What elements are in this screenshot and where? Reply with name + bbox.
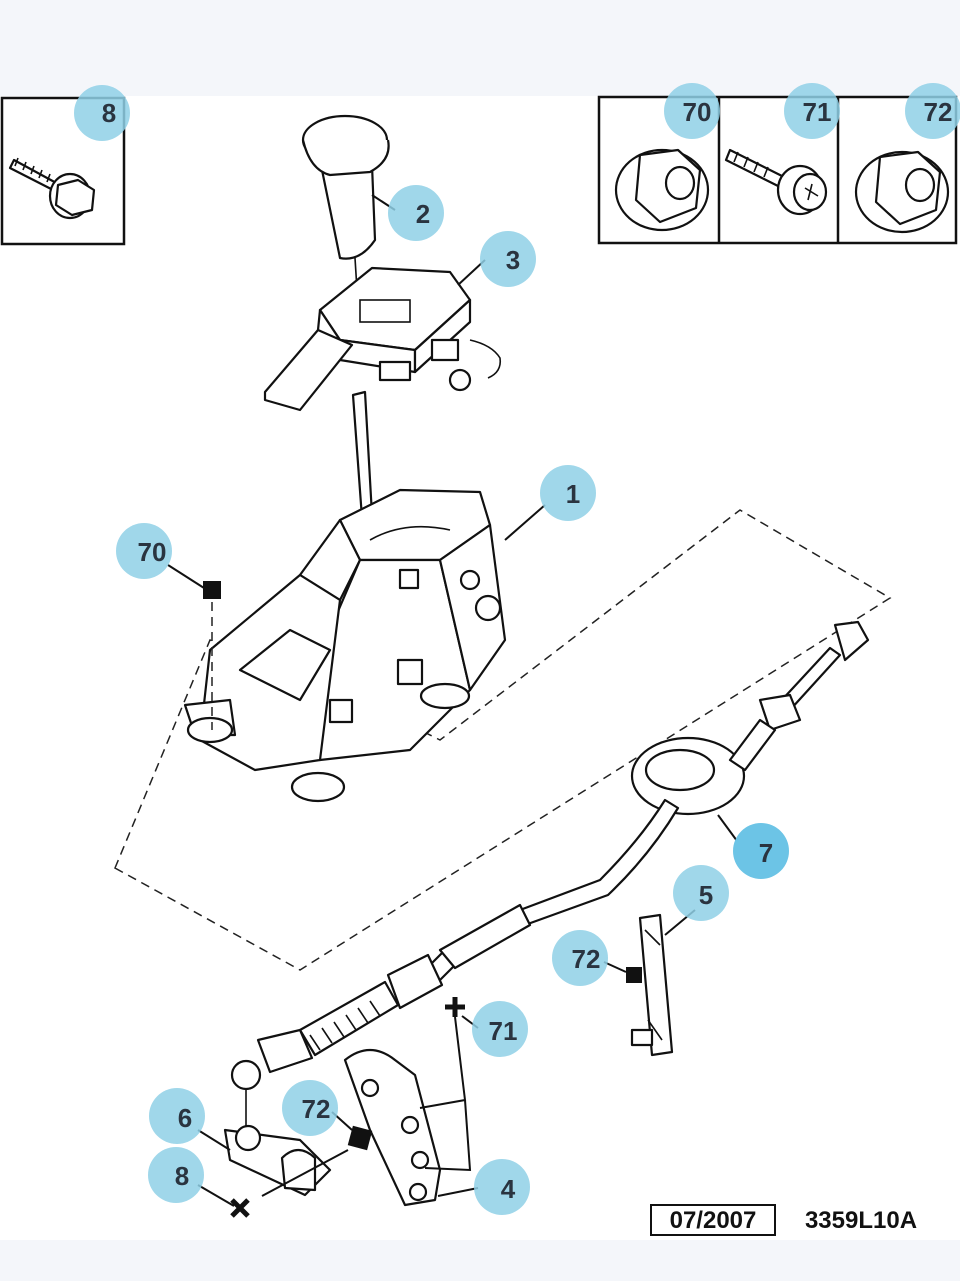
callout-72-low[interactable]: 72 bbox=[282, 1080, 338, 1136]
selector-housing bbox=[183, 488, 507, 803]
legend-box-fasteners bbox=[597, 95, 958, 245]
marker-8-cross bbox=[230, 1198, 250, 1218]
callout-label: 4 bbox=[501, 1174, 516, 1204]
footer-reference: 07/2007 3359L10A bbox=[650, 1204, 917, 1236]
marker-70 bbox=[203, 581, 221, 599]
selector-plate bbox=[263, 266, 502, 412]
callout-6[interactable]: 6 bbox=[149, 1088, 205, 1144]
callout-label: 71 bbox=[489, 1016, 518, 1046]
footer-ref-code: 3359L10A bbox=[805, 1207, 917, 1234]
callout-70[interactable]: 70 bbox=[116, 523, 172, 579]
gearshift-cable bbox=[230, 620, 870, 1091]
flange-nut-72 bbox=[854, 150, 950, 234]
callout-3[interactable]: 3 bbox=[480, 231, 536, 287]
gear-knob bbox=[301, 114, 390, 291]
callout-label: 2 bbox=[416, 199, 430, 229]
callout-label: 3 bbox=[506, 245, 520, 275]
callout-4[interactable]: 4 bbox=[474, 1159, 530, 1215]
callout-7[interactable]: 7 bbox=[733, 823, 789, 879]
marker-71-cross bbox=[445, 997, 465, 1017]
callout-8-low[interactable]: 8 bbox=[148, 1147, 204, 1203]
retaining-clip bbox=[630, 913, 674, 1057]
callout-70-box[interactable]: 70 bbox=[664, 83, 720, 139]
callout-label: 70 bbox=[683, 97, 712, 127]
mounting-bracket bbox=[343, 1048, 442, 1207]
callout-label: 70 bbox=[138, 537, 167, 567]
callout-71[interactable]: 71 bbox=[472, 1001, 528, 1057]
callout-label: 8 bbox=[175, 1161, 189, 1191]
callout-label: 71 bbox=[803, 97, 832, 127]
callout-label: 72 bbox=[572, 944, 601, 974]
callout-71-box[interactable]: 71 bbox=[784, 83, 840, 139]
flange-nut-70 bbox=[614, 148, 710, 232]
marker-72-low bbox=[347, 1125, 373, 1151]
callout-label: 72 bbox=[302, 1094, 331, 1124]
callout-72-mid[interactable]: 72 bbox=[552, 930, 608, 986]
callout-8-box[interactable]: 8 bbox=[74, 85, 130, 141]
marker-72-mid bbox=[626, 967, 642, 983]
selector-rod bbox=[351, 390, 374, 520]
callout-label: 5 bbox=[699, 880, 713, 910]
ball-joint-bracket bbox=[223, 1090, 332, 1197]
callout-label: 6 bbox=[178, 1103, 192, 1133]
callout-label: 7 bbox=[759, 838, 773, 868]
callout-72-box[interactable]: 72 bbox=[905, 83, 960, 139]
callout-2[interactable]: 2 bbox=[388, 185, 444, 241]
callout-5[interactable]: 5 bbox=[673, 865, 729, 921]
callout-1[interactable]: 1 bbox=[540, 465, 596, 521]
callout-label: 8 bbox=[102, 98, 116, 128]
callout-label: 1 bbox=[566, 479, 580, 509]
callout-label: 72 bbox=[924, 97, 953, 127]
screw-71 bbox=[724, 148, 828, 216]
footer-date: 07/2007 bbox=[670, 1207, 757, 1234]
